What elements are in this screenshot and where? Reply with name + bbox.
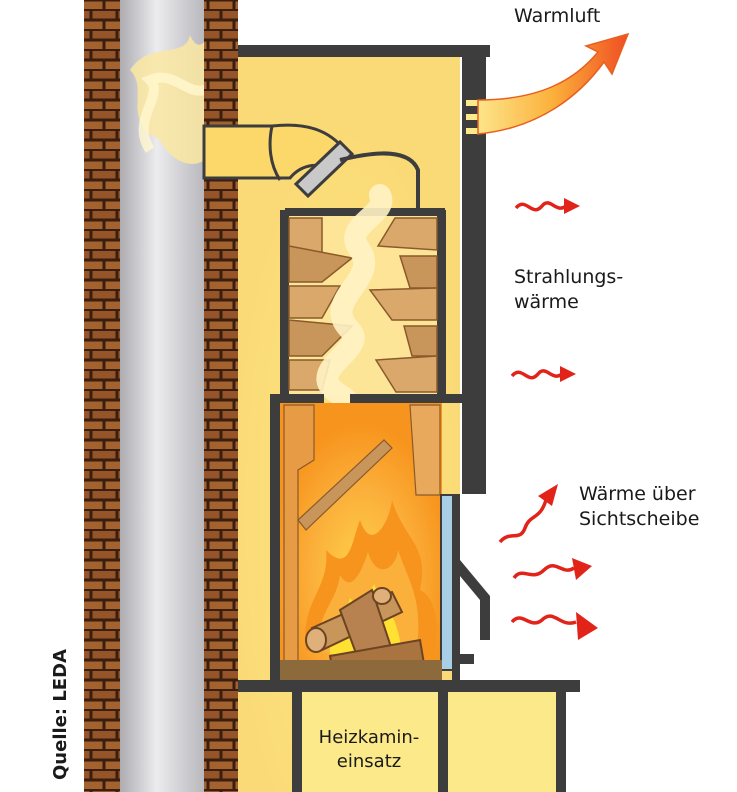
brick-wall-outer <box>84 0 120 792</box>
storage-module-right <box>437 210 446 396</box>
plinth-shelf <box>238 680 580 692</box>
label-glass-heat: Wärme über Sichtscheibe <box>579 482 699 532</box>
baffle-plate <box>403 325 438 357</box>
baffle-plate <box>368 287 438 321</box>
label-radiant-heat: Strahlungs- wärme <box>514 265 623 315</box>
label-radiant-heat-line2: wärme <box>514 291 579 313</box>
casing-lid <box>238 45 490 57</box>
label-insert-line2: einsatz <box>336 751 402 772</box>
baffle-plate <box>288 245 354 283</box>
exhaust-smoke <box>130 20 209 164</box>
door-frame <box>452 494 460 680</box>
label-radiant-heat-line1: Strahlungs- <box>514 266 624 288</box>
log-end <box>305 627 327 653</box>
vent-slot <box>466 128 478 134</box>
module-floor-right <box>350 394 462 403</box>
log-end <box>372 587 392 605</box>
glass-heat-arrow <box>498 484 558 544</box>
storage-module-left <box>280 210 289 396</box>
warm-air-arrow <box>477 32 630 135</box>
glass-heat-arrow <box>512 558 592 580</box>
label-warm-air: Warmluft <box>514 5 601 27</box>
ash-bed <box>280 660 442 680</box>
label-fireplace-insert: Heizkamin- einsatz <box>290 726 448 774</box>
pipe-connector <box>293 139 355 199</box>
vent-slot <box>466 100 478 106</box>
plinth-right-post <box>438 692 448 792</box>
plinth-left-post <box>292 692 302 792</box>
glass-heat-arrow <box>510 612 598 640</box>
module-floor-left <box>272 394 324 403</box>
plinth-far-right-post <box>556 692 566 792</box>
vent-slot <box>466 114 478 120</box>
firebox-left-wall <box>270 394 280 690</box>
label-insert-line1: Heizkamin- <box>318 727 420 748</box>
radiant-heat-arrow <box>510 366 576 382</box>
label-glass-heat-line2: Sichtscheibe <box>579 508 700 530</box>
brick-wall-inner <box>204 0 238 792</box>
door-handle <box>460 560 490 640</box>
radiant-heat-arrow <box>514 198 580 214</box>
smoke-deflector <box>297 439 393 531</box>
ash-door-handle <box>458 654 474 664</box>
source-credit: Quelle: LEDA <box>50 649 71 780</box>
baffle-plate <box>376 217 438 251</box>
baffle-plate <box>398 255 438 289</box>
baffle-plate <box>374 355 438 393</box>
label-glass-heat-line1: Wärme über <box>579 483 696 505</box>
firebox-lining <box>409 404 441 496</box>
baffle-plate <box>288 285 342 319</box>
